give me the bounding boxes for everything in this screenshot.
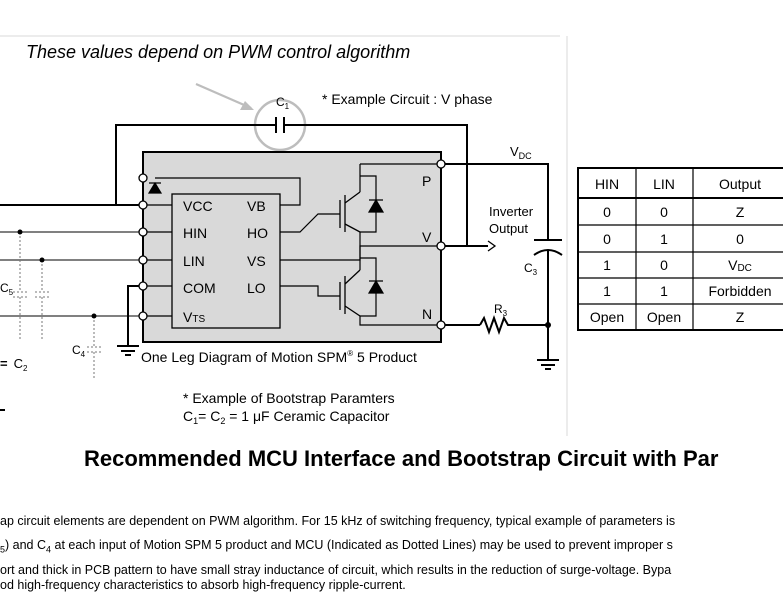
svg-text:1: 1: [660, 231, 668, 247]
inverter-output-label-2: Output: [489, 221, 528, 236]
svg-text:Forbidden: Forbidden: [708, 283, 771, 299]
annotation-arrowhead: [240, 101, 254, 110]
svg-text:VB: VB: [247, 198, 266, 214]
freewheel-diode-low: [367, 279, 385, 294]
svg-text:Open: Open: [647, 309, 681, 325]
ic-left-pin-labels: VCC HIN LIN COM VTS: [183, 198, 216, 325]
svg-text:VTS: VTS: [183, 309, 205, 325]
svg-text:Open: Open: [590, 309, 624, 325]
svg-text:HIN: HIN: [183, 225, 207, 241]
svg-text:1: 1: [603, 283, 611, 299]
section-title: Recommended MCU Interface and Bootstrap …: [84, 446, 719, 471]
svg-text:VCC: VCC: [183, 198, 213, 214]
note-line-4: od high-frequency characteristics to abs…: [0, 578, 406, 592]
figure-guide-lines: [0, 35, 568, 436]
svg-text:VDC: VDC: [728, 257, 752, 274]
output-arrowhead: [487, 240, 497, 252]
r3-label: R3: [494, 302, 508, 318]
svg-text:0: 0: [603, 231, 611, 247]
freewheel-diode-high: [367, 198, 385, 213]
igbt-high-side: [339, 191, 361, 233]
hvic-block: [171, 193, 281, 329]
pin-p-label: P: [422, 173, 431, 189]
ground-symbols: [117, 345, 559, 370]
ic-right-pin-labels: VB HO VS LO: [247, 198, 268, 296]
pin-v-label: V: [422, 229, 432, 245]
table-header-output: Output: [719, 176, 761, 192]
internal-wiring: [147, 163, 437, 326]
figure-caption: One Leg Diagram of Motion SPM® 5 Product: [141, 349, 417, 365]
svg-text:1: 1: [603, 257, 611, 273]
svg-text:0: 0: [660, 204, 668, 220]
svg-text:LIN: LIN: [183, 253, 205, 269]
top-note: These values depend on PWM control algor…: [26, 42, 410, 62]
svg-text:VS: VS: [247, 253, 266, 269]
example-circuit-label: * Example Circuit : V phase: [322, 91, 493, 107]
svg-text:0: 0: [603, 204, 611, 220]
c3-plate-bottom: [533, 249, 563, 256]
truth-table: HIN LIN Output 0 0 Z 0 1 0 1 0 VDC 1 1 F…: [577, 167, 783, 331]
svg-text:COM: COM: [183, 280, 216, 296]
svg-text:Z: Z: [736, 204, 745, 220]
svg-text:1: 1: [660, 283, 668, 299]
pin-n-label: N: [422, 306, 432, 322]
c5-label: C5: [0, 281, 14, 297]
note-line-3: ort and thick in PCB pattern to have sma…: [0, 563, 672, 577]
c1-label: C1: [276, 95, 290, 111]
svg-text:0: 0: [736, 231, 744, 247]
c2-label: =C2: [0, 356, 28, 373]
bootstrap-note: * Example of Bootstrap Paramters: [183, 390, 395, 406]
package-pins: [138, 159, 446, 330]
svg-text:0: 0: [660, 257, 668, 273]
note-line-2: 5) and C4 at each input of Motion SPM 5 …: [0, 538, 673, 555]
table-header-lin: LIN: [653, 176, 675, 192]
bootstrap-diode: [147, 181, 163, 194]
bootstrap-values: C1= C2 = 1 μF Ceramic Capacitor: [183, 408, 390, 426]
dotted-filter-capacitors: [13, 232, 101, 380]
svg-text:HO: HO: [247, 225, 268, 241]
svg-text:Z: Z: [736, 309, 745, 325]
circuit-diagram: These values depend on PWM control algor…: [0, 35, 783, 436]
igbt-low-side: [339, 269, 361, 317]
table-header-hin: HIN: [595, 176, 619, 192]
vdc-label: VDC: [510, 144, 532, 161]
c3-label: C3: [524, 261, 538, 277]
note-line-1: ap circuit elements are dependent on PWM…: [0, 514, 676, 528]
inverter-output-label: Inverter: [489, 204, 534, 219]
svg-text:LO: LO: [247, 280, 266, 296]
c4-label: C4: [72, 343, 86, 359]
annotation-arrow: [195, 82, 252, 110]
